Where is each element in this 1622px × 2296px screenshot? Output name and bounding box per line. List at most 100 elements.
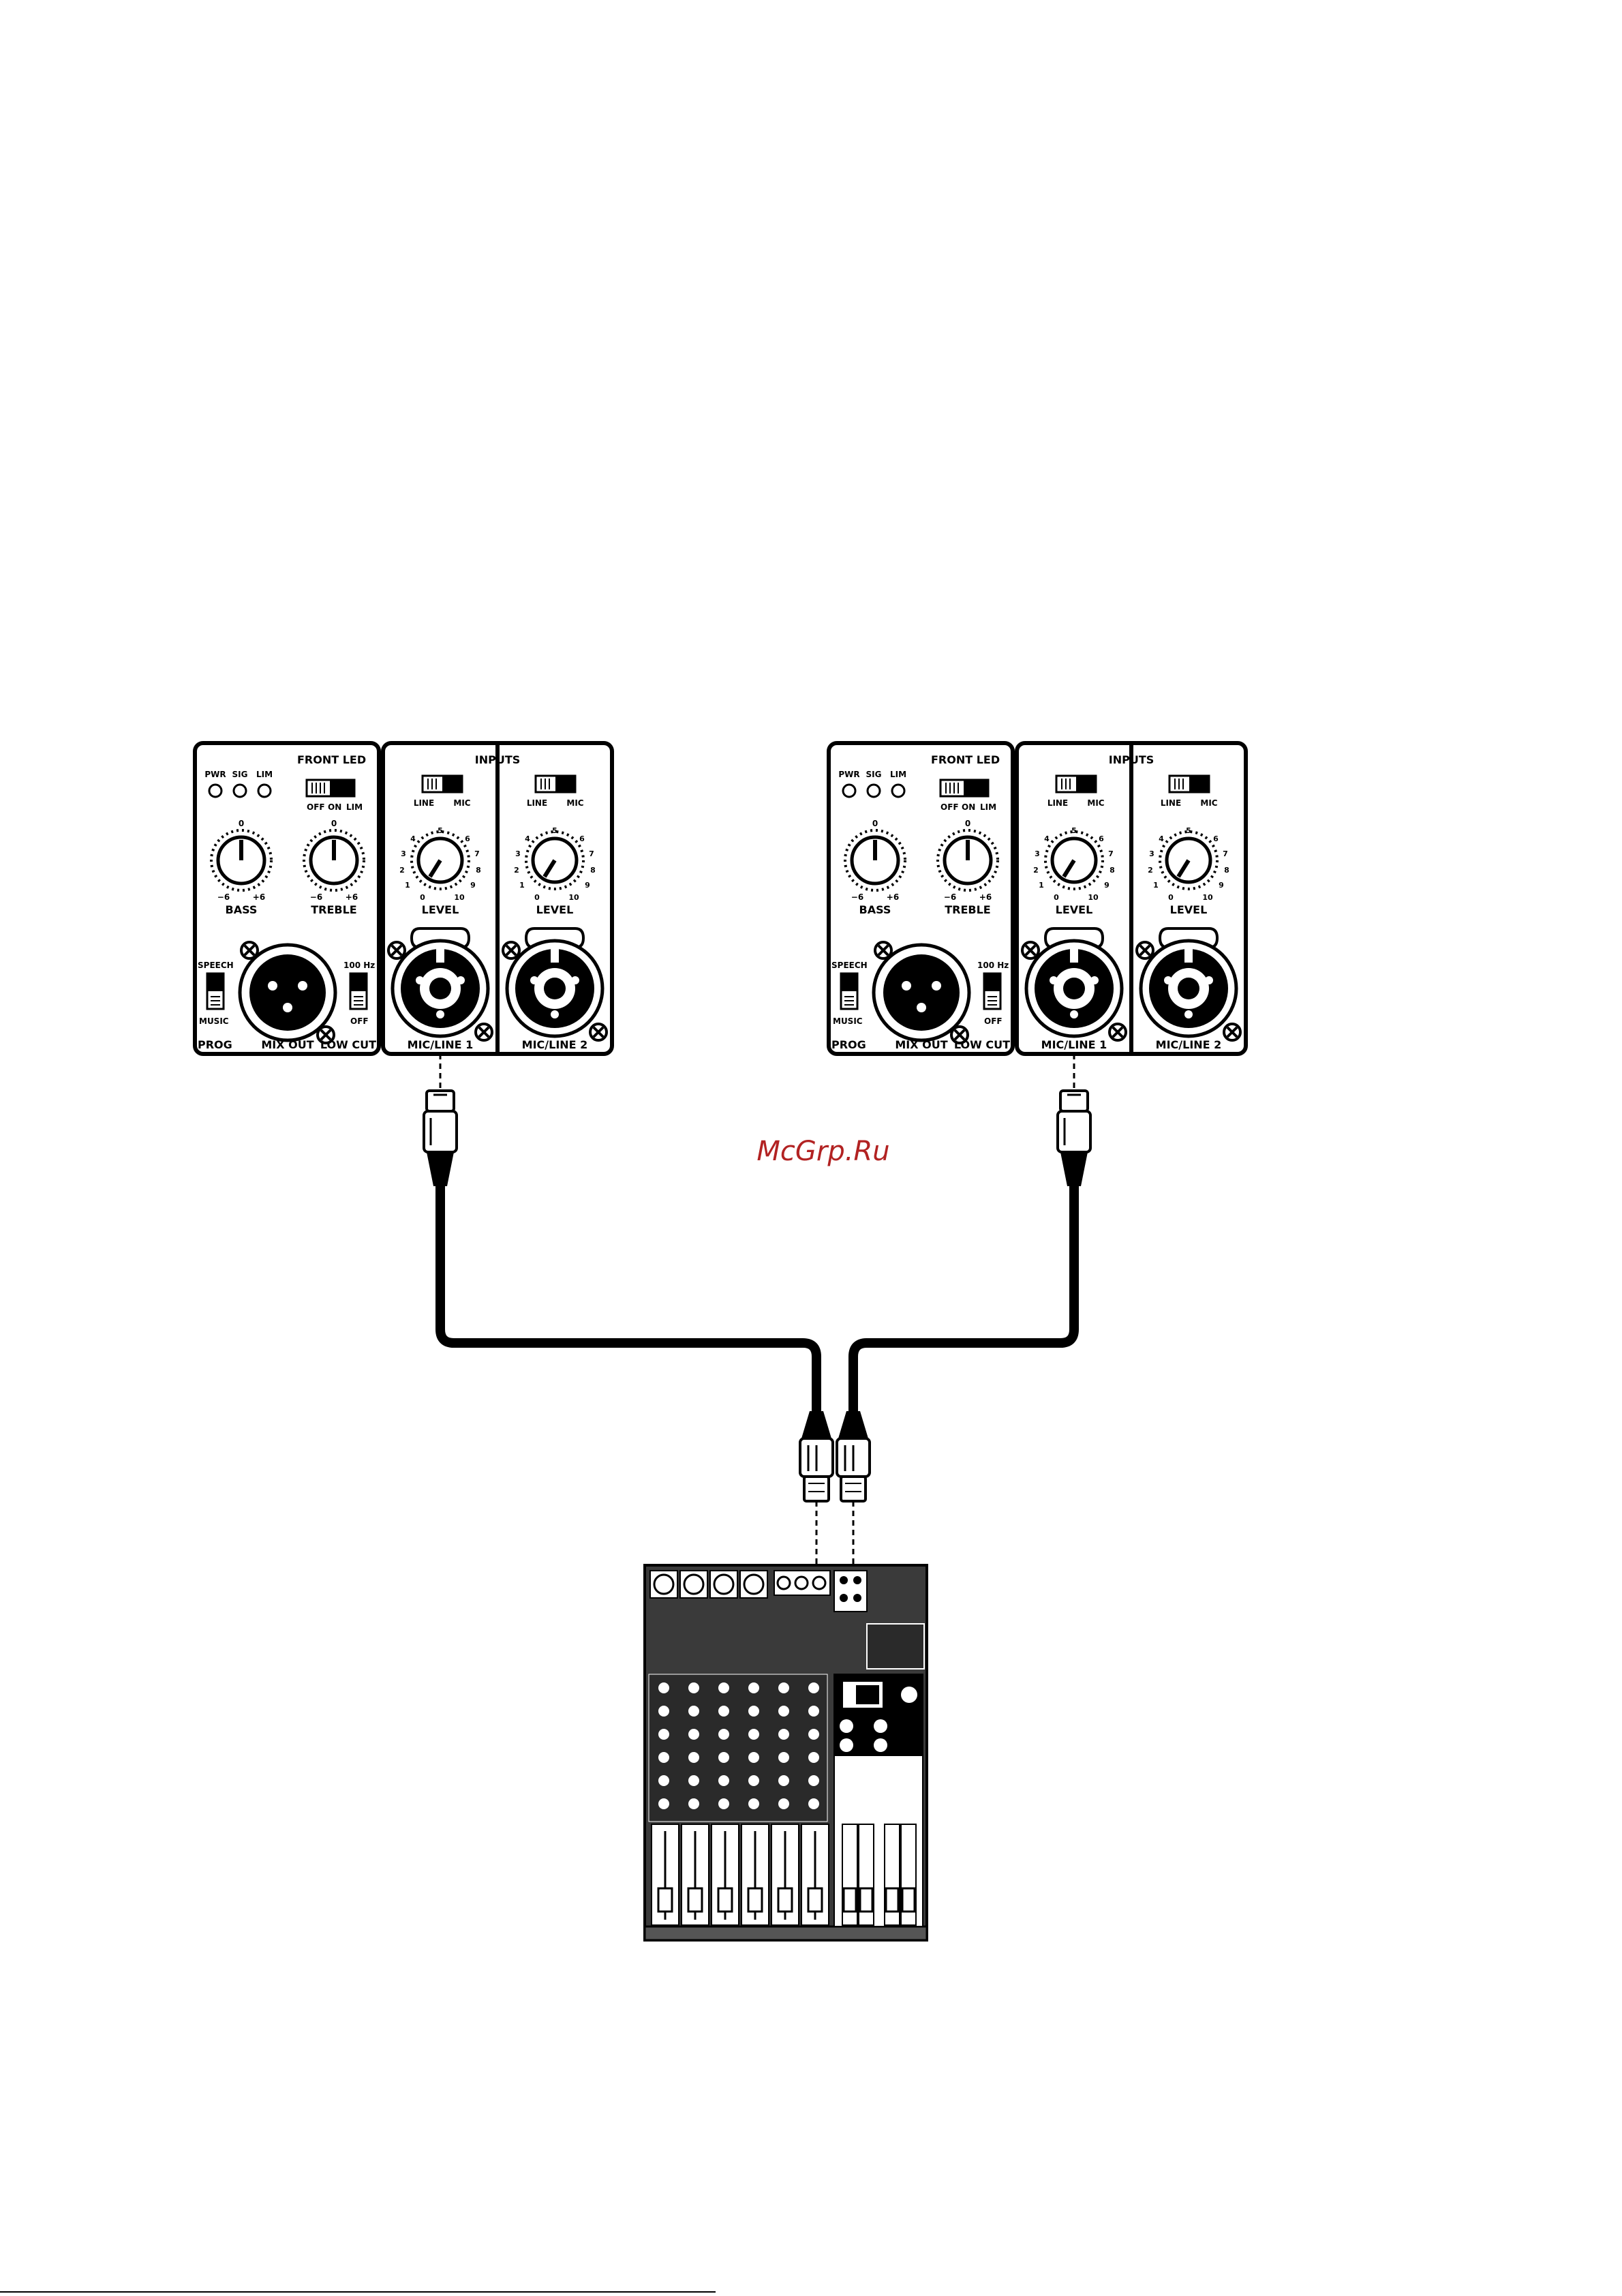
bass-min-label: −6 xyxy=(851,892,863,902)
svg-text:9: 9 xyxy=(470,881,476,890)
bass-knob[interactable] xyxy=(844,829,906,892)
xlr-plug-mixer-left xyxy=(799,1411,834,1502)
line-label-2: LINE xyxy=(1161,798,1181,808)
front-led-switch[interactable] xyxy=(939,779,990,798)
control-section: FRONT LED PWR SIG LIM OFF ON LIM xyxy=(827,741,1015,1056)
svg-text:2: 2 xyxy=(399,866,405,875)
svg-text:6: 6 xyxy=(1099,834,1104,843)
led-lim-label: LIM xyxy=(346,802,363,812)
svg-text:9: 9 xyxy=(1104,881,1110,890)
svg-text:6: 6 xyxy=(1213,834,1219,843)
level-scale-2: 0 1 2 3 4 5 6 7 8 9 10 xyxy=(1148,826,1229,902)
xlr-cables xyxy=(423,1054,1092,1565)
mix-out-xlr-jack[interactable] xyxy=(238,943,337,1042)
svg-text:2: 2 xyxy=(514,866,519,875)
svg-text:10: 10 xyxy=(1088,893,1099,902)
level-label-2: LEVEL xyxy=(1170,903,1208,916)
screw-icon xyxy=(1223,1023,1242,1042)
line-mic-switch-1[interactable] xyxy=(1055,774,1097,794)
line-mic-switch-2[interactable] xyxy=(534,774,577,794)
mic-label-1: MIC xyxy=(1087,798,1104,808)
level-label-2: LEVEL xyxy=(536,903,574,916)
level-scale-2: 0 1 2 3 4 5 6 7 8 9 10 xyxy=(514,826,596,902)
led-on-label: ON xyxy=(328,802,341,812)
level-knob-1[interactable] xyxy=(1044,830,1104,890)
svg-text:3: 3 xyxy=(515,849,521,858)
lim-led xyxy=(257,783,272,798)
svg-text:10: 10 xyxy=(1202,893,1213,902)
svg-text:2: 2 xyxy=(1148,866,1153,875)
svg-text:10: 10 xyxy=(568,893,579,902)
treble-knob[interactable] xyxy=(936,829,999,892)
mic-line-1-label: MIC/LINE 1 xyxy=(408,1038,474,1051)
lim-label: LIM xyxy=(256,770,273,779)
led-on-label: ON xyxy=(962,802,975,812)
line-mic-switch-1[interactable] xyxy=(421,774,463,794)
svg-text:9: 9 xyxy=(1219,881,1224,890)
svg-text:8: 8 xyxy=(476,866,481,875)
mic-label-2: MIC xyxy=(566,798,583,808)
lim-led xyxy=(891,783,906,798)
treble-top-label: 0 xyxy=(331,819,337,828)
input-channel-2: LINE MIC 0 1 2 3 4 5 6 7 8 9 10 LEVEL xyxy=(502,774,608,1051)
screw-icon xyxy=(874,941,893,960)
svg-text:8: 8 xyxy=(1224,866,1229,875)
level-knob-1[interactable] xyxy=(410,830,470,890)
svg-text:7: 7 xyxy=(589,849,594,858)
screw-icon xyxy=(502,941,521,960)
bass-label: BASS xyxy=(859,903,891,916)
bass-min-label: −6 xyxy=(217,892,230,902)
level-scale-1: 0 1 2 3 4 5 6 7 8 9 10 xyxy=(399,826,481,902)
low-cut-switch[interactable] xyxy=(983,972,1002,1010)
line-mic-switch-2[interactable] xyxy=(1168,774,1210,794)
mix-out-xlr-jack[interactable] xyxy=(872,943,971,1042)
mixer-channel-strips xyxy=(648,1674,829,1926)
screw-icon xyxy=(387,941,406,960)
mix-out-label: MIX OUT xyxy=(895,1038,947,1051)
led-off-label: OFF xyxy=(307,802,325,812)
inputs-label: INPUTS xyxy=(1109,753,1154,766)
pwr-led xyxy=(208,783,223,798)
svg-text:9: 9 xyxy=(585,881,590,890)
mic-line-1-label: MIC/LINE 1 xyxy=(1041,1038,1107,1051)
bass-knob[interactable] xyxy=(210,829,273,892)
svg-text:7: 7 xyxy=(474,849,480,858)
mic-line-2-label: MIC/LINE 2 xyxy=(1156,1038,1222,1051)
front-led-switch[interactable] xyxy=(305,779,356,798)
prog-switch[interactable] xyxy=(206,972,225,1010)
svg-text:5: 5 xyxy=(1071,826,1077,835)
combo-jack-1[interactable] xyxy=(391,927,490,1038)
svg-text:4: 4 xyxy=(1159,834,1164,843)
low-cut-switch[interactable] xyxy=(349,972,368,1010)
treble-knob[interactable] xyxy=(303,829,365,892)
pwr-led xyxy=(842,783,857,798)
svg-text:0: 0 xyxy=(534,893,540,902)
screw-icon xyxy=(474,1023,493,1042)
pwr-label: PWR xyxy=(838,770,859,779)
bass-top-label: 0 xyxy=(239,819,244,828)
input-channel-2: LINE MIC 0 1 2 3 4 5 6 7 8 9 10 LEVEL xyxy=(1135,774,1242,1051)
line-label-1: LINE xyxy=(414,798,434,808)
prog-switch[interactable] xyxy=(840,972,859,1010)
speaker-panel-right: FRONT LED PWR SIG LIM OFF ON LIM xyxy=(827,741,1248,1056)
svg-text:7: 7 xyxy=(1223,849,1228,858)
prog-label: PROG xyxy=(831,1038,866,1051)
sig-led xyxy=(866,783,881,798)
level-knob-2[interactable] xyxy=(525,830,585,890)
svg-text:5: 5 xyxy=(438,826,443,835)
screw-icon xyxy=(316,1025,335,1044)
lowcut-off-label: OFF xyxy=(984,1016,1003,1026)
screw-icon xyxy=(240,941,259,960)
xlr-plug-mixer-right xyxy=(836,1411,871,1502)
mixer-input-jacks xyxy=(649,1570,868,1612)
combo-jack-2[interactable] xyxy=(1139,927,1238,1038)
lowcut-top-label: 100 Hz xyxy=(343,961,375,970)
treble-min-label: −6 xyxy=(944,892,956,902)
combo-jack-1[interactable] xyxy=(1024,927,1124,1038)
low-cut-label: LOW CUT xyxy=(954,1038,1010,1051)
combo-jack-2[interactable] xyxy=(505,927,605,1038)
speech-label: SPEECH xyxy=(198,961,234,970)
level-knob-2[interactable] xyxy=(1159,830,1219,890)
svg-text:8: 8 xyxy=(590,866,596,875)
front-led-label: FRONT LED xyxy=(297,753,366,766)
